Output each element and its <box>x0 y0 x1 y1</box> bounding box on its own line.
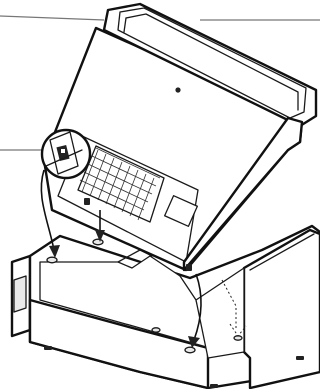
detail-circle-icon <box>42 130 90 178</box>
